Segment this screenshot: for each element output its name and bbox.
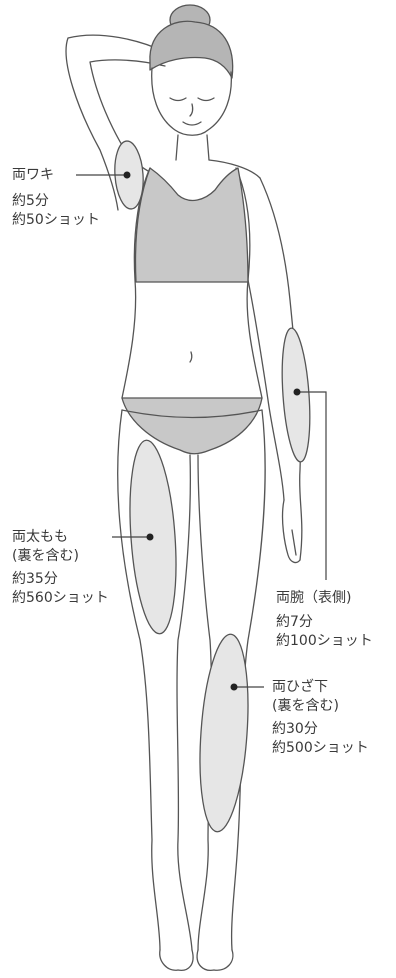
- thigh-label: 両太もも (裏を含む) 約35分 約560ショット: [12, 528, 109, 608]
- lower-leg-time: 約30分: [272, 721, 318, 737]
- thigh-shots: 約560ショット: [12, 590, 109, 606]
- face-outline: [151, 67, 232, 136]
- neck: [175, 134, 210, 161]
- underarm-label: 両ワキ 約5分 約50ショット: [12, 166, 100, 230]
- lower-leg-name: 両ひざ下: [272, 679, 328, 695]
- thigh-dot: [146, 533, 154, 541]
- leg-left-outer: [117, 409, 161, 951]
- leg-left-inner: [176, 454, 193, 951]
- forearm-leader: [298, 391, 327, 580]
- thigh-name: 両太もも: [12, 529, 68, 545]
- lower-leg-shots: 約500ショット: [272, 740, 369, 756]
- forearm-label: 両腕（表側) 約7分 約100ショット: [276, 589, 373, 651]
- hanging-arm-inner: [247, 279, 285, 501]
- closed-eyes: [169, 97, 215, 102]
- lower-leg-dot: [230, 683, 238, 691]
- forearm-name: 両腕（表側): [276, 590, 352, 606]
- hair: [149, 20, 234, 79]
- panties-band: [121, 409, 263, 419]
- forearm-dot: [293, 388, 301, 396]
- underarm-dot: [123, 171, 131, 179]
- bra: [134, 167, 249, 283]
- shoulder-right: [208, 159, 261, 179]
- underarm-shots: 約50ショット: [12, 212, 100, 228]
- lower-leg-label: 両ひざ下 (裏を含む) 約30分 約500ショット: [272, 678, 369, 758]
- thigh-time: 約35分: [12, 571, 58, 587]
- forearm-time: 約7分: [276, 614, 313, 630]
- underarm-time: 約5分: [12, 193, 49, 209]
- navel: [189, 351, 193, 363]
- panties: [121, 397, 263, 455]
- lower-leg-area: [199, 633, 249, 833]
- underarm-name: 両ワキ: [12, 167, 54, 183]
- nose: [189, 103, 194, 117]
- thigh-name-line2: (裏を含む): [12, 548, 79, 564]
- foot-right: [196, 949, 234, 971]
- hand: [281, 499, 301, 564]
- lower-leg-name-line2: (裏を含む): [272, 698, 339, 714]
- forearm-shots: 約100ショット: [276, 633, 373, 649]
- mouth: [182, 121, 202, 126]
- foot-left: [159, 949, 194, 971]
